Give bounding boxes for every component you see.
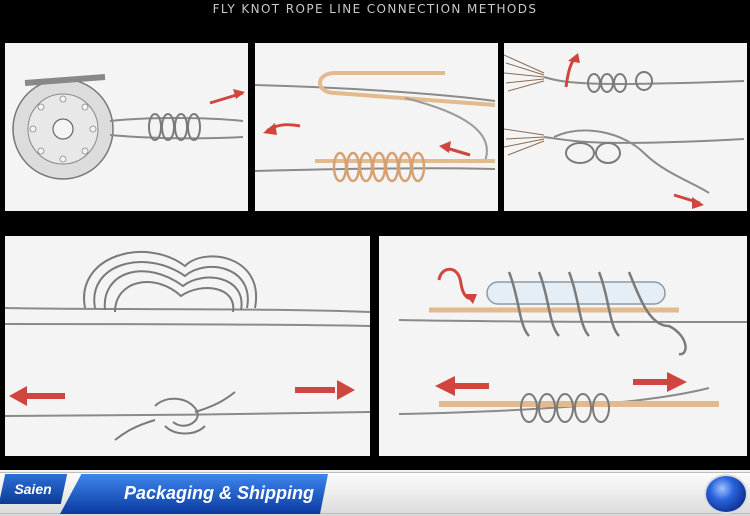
diagram-nail-knot — [255, 43, 498, 211]
diagram-reel-knot — [5, 43, 248, 211]
decorative-ball-icon — [706, 476, 746, 512]
section-label: Packaging & Shipping — [60, 474, 328, 514]
brand-logo: Saien — [0, 474, 68, 504]
diagram-loop-knot — [5, 236, 370, 456]
diagram-tube-knot — [379, 236, 747, 456]
brand-logo-text: Saien — [14, 481, 52, 497]
diagram-fly-knot — [504, 43, 747, 211]
page-title: FLY KNOT ROPE LINE CONNECTION METHODS — [212, 2, 538, 16]
section-label-text: Packaging & Shipping — [124, 483, 315, 503]
